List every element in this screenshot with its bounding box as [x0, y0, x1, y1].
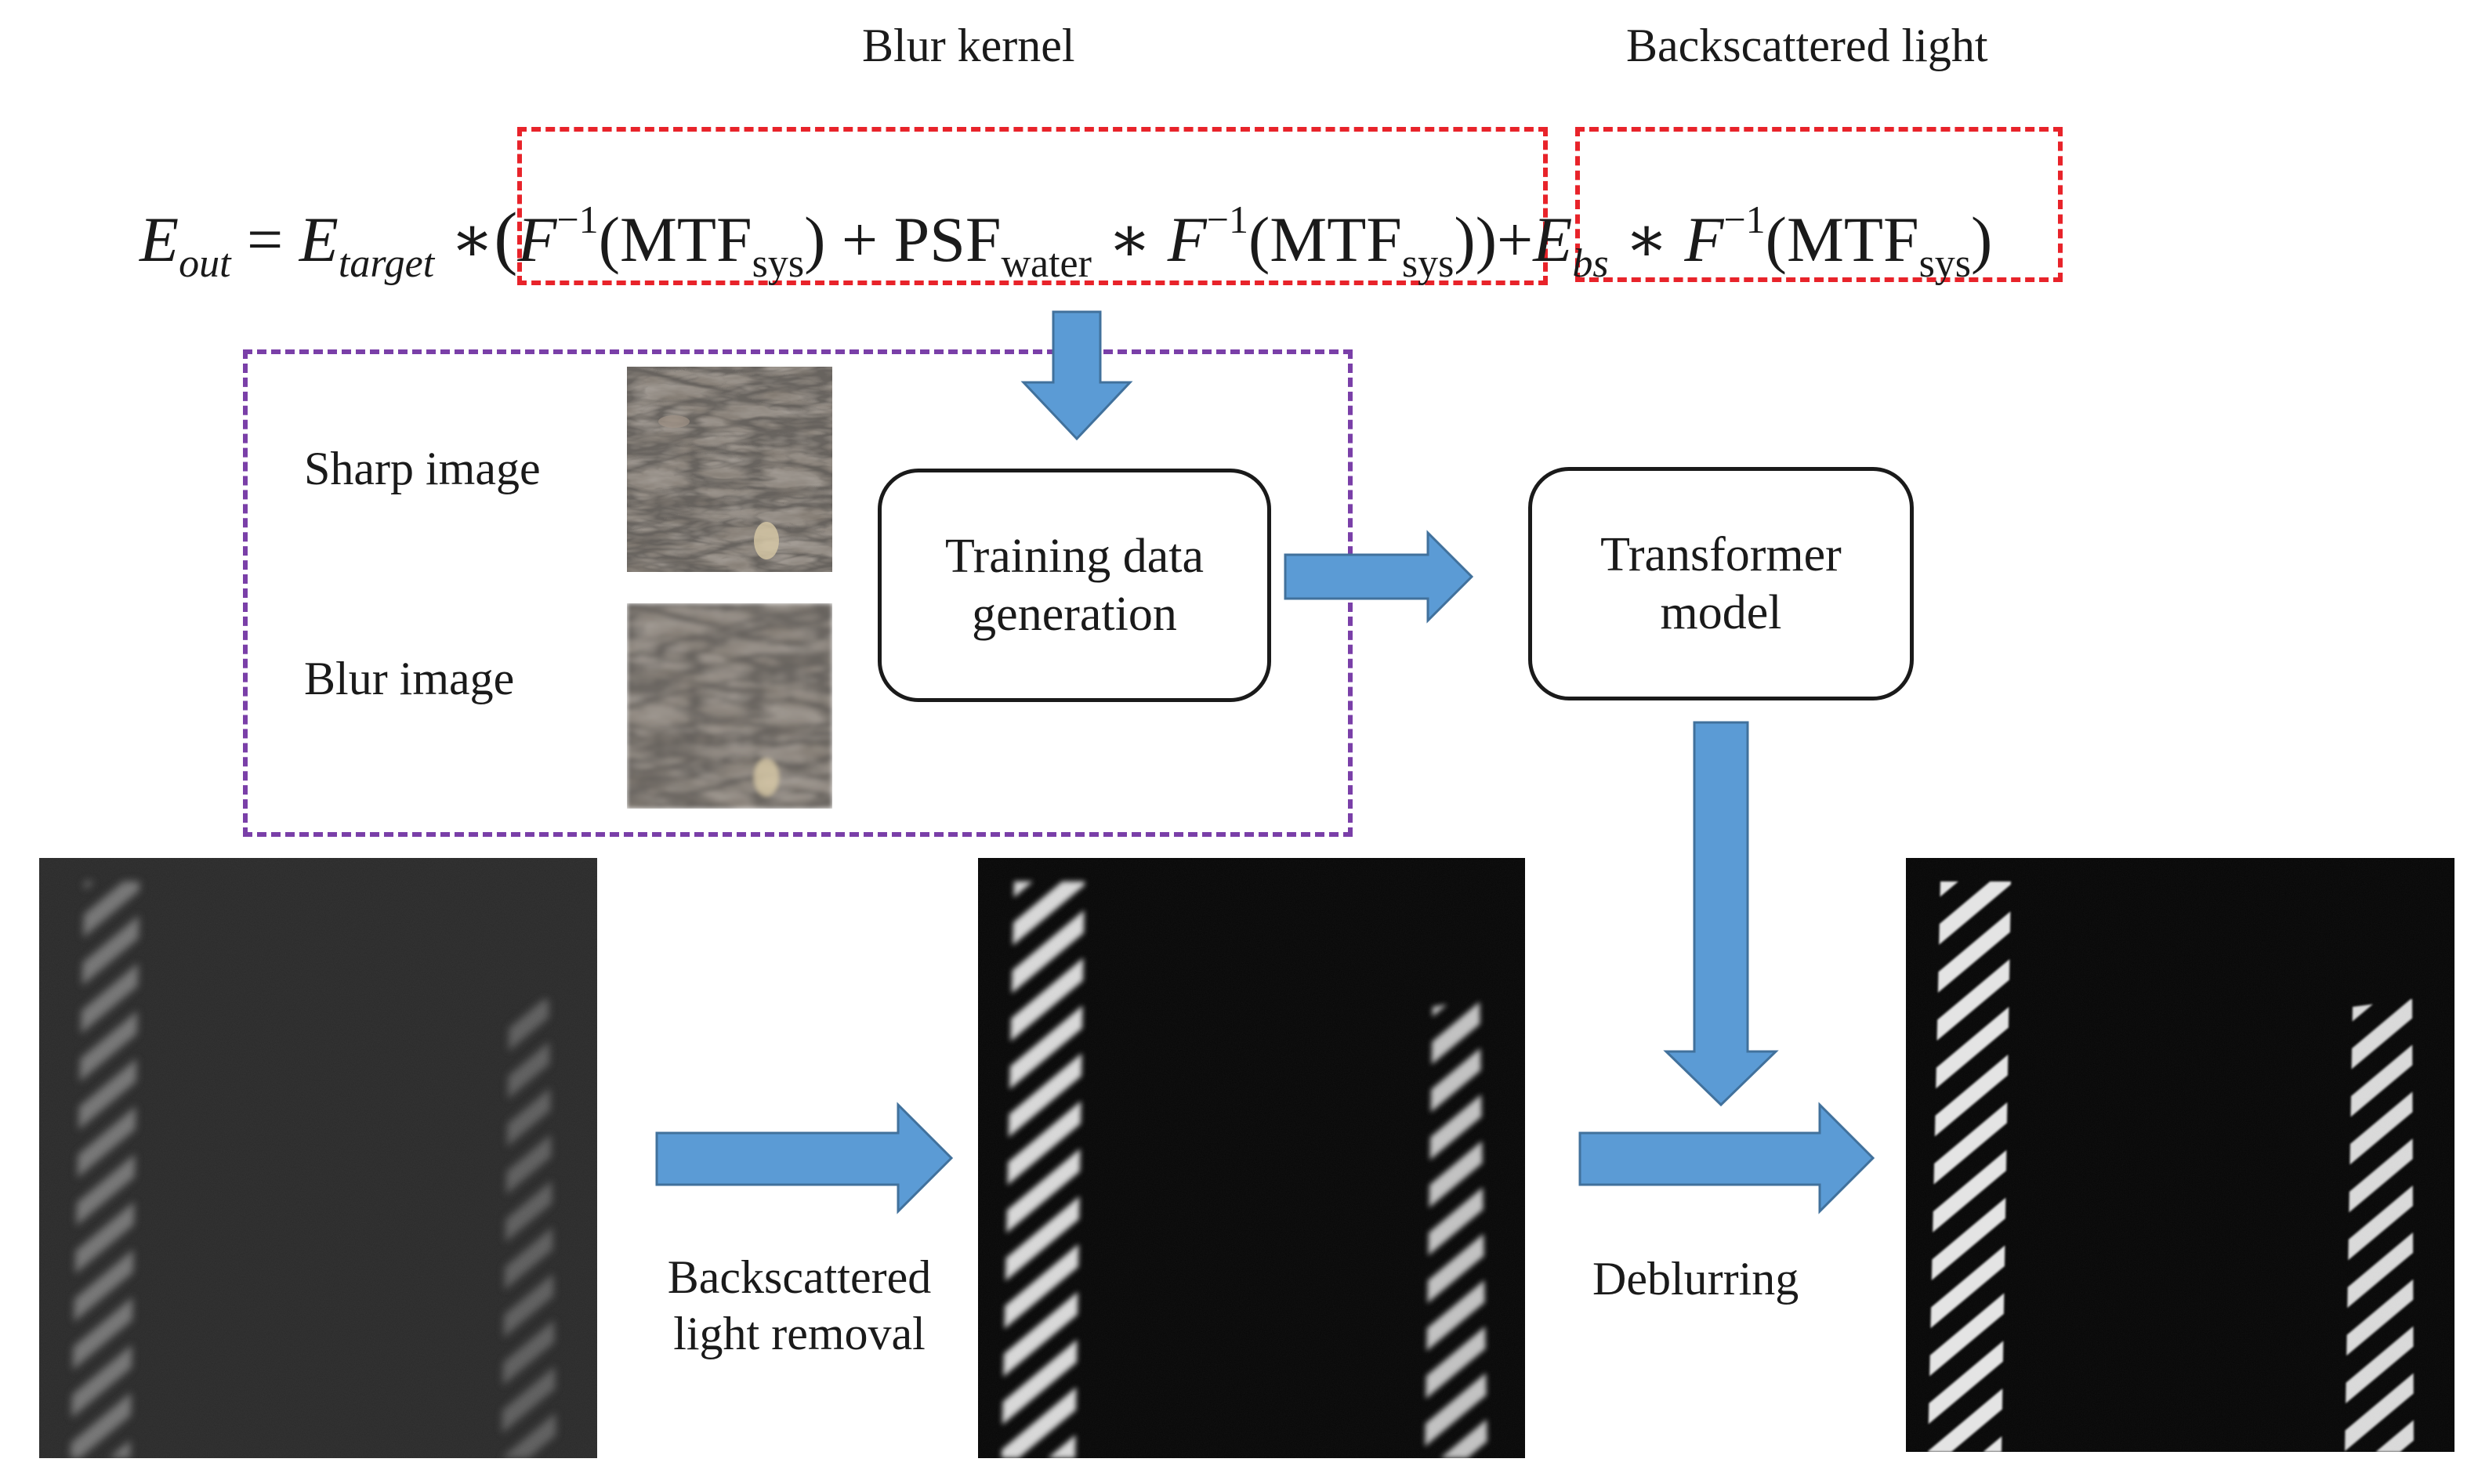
image-formation-equation: Eout = Etarget ∗(F−1(MTFsys) + PSFwater …	[139, 197, 1993, 286]
blur-kernel-label: Blur kernel	[862, 20, 1075, 71]
blur-kernel-box	[517, 127, 1548, 285]
arrow-to-transformer	[1284, 530, 1474, 624]
arrow-down-to-deblur	[1663, 721, 1779, 1107]
arrow-deblurring	[1578, 1102, 1875, 1214]
transformer-line-2: model	[1660, 586, 1782, 639]
backscattered-light-box	[1575, 127, 2063, 282]
training-line-1: Training data	[944, 530, 1205, 583]
training-data-generation-box: Training data generation	[878, 469, 1271, 702]
blur-image-label: Blur image	[304, 653, 515, 704]
deblurring-label: Deblurring	[1592, 1253, 1799, 1305]
sharp-image-label: Sharp image	[304, 443, 541, 494]
blur-image-thumbnail	[627, 603, 832, 809]
training-line-2: generation	[972, 588, 1177, 641]
backscattered-light-label: Backscattered light	[1626, 20, 1988, 71]
sharp-image-thumbnail	[627, 367, 832, 572]
raw-underwater-image	[39, 858, 597, 1458]
transformer-line-1: Transformer	[1600, 528, 1842, 581]
deblurred-image	[1906, 858, 2454, 1452]
transformer-model-box: Transformer model	[1528, 467, 1914, 700]
arrow-backscatter-removal	[655, 1102, 954, 1214]
arrow-down-to-training	[1020, 310, 1133, 441]
backscattered-removal-label: Backscattered light removal	[667, 1251, 932, 1359]
backscatter-removed-image	[978, 858, 1525, 1458]
